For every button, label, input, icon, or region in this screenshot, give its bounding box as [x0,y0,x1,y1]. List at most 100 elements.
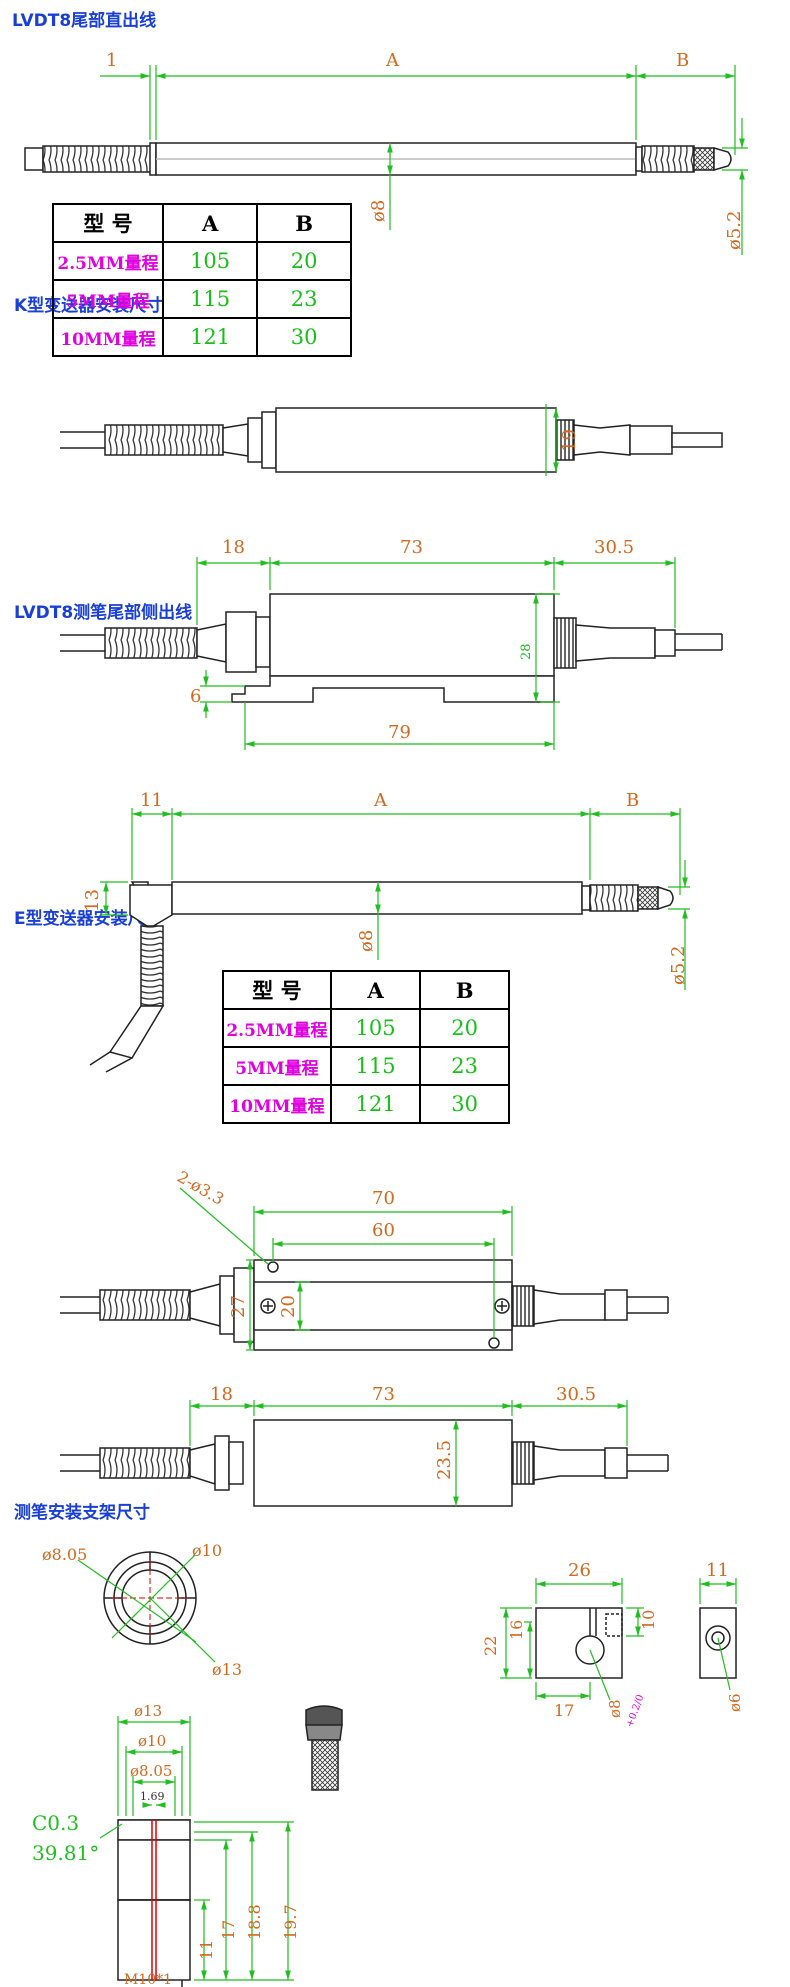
dims-collet [99,1716,294,1981]
dim-b-11: 11 [197,1940,216,1960]
dim-e-18: 18 [210,1384,233,1405]
dims-e-top [179,1187,513,1351]
dim-k-19: 19 [559,429,580,452]
cell-model: 2.5MM量程 [222,1008,332,1048]
dim-A: A [385,50,400,71]
cell-b: 23 [419,1046,510,1086]
clamp-side [699,1607,737,1679]
dim-k-6: 6 [190,686,201,707]
dim-e-hole: 2-ø3.3 [174,1167,227,1209]
table-row: 2.5MM量程 105 20 [222,1008,510,1048]
dim-e-27: 27 [228,1295,249,1318]
cell-a: 115 [329,1046,422,1086]
dim-k-79: 79 [388,722,411,743]
dims-s3 [100,808,690,990]
dim-e-305: 30.5 [556,1384,596,1405]
cell-a: 121 [161,317,259,357]
spec-table-2: 型 号 A B 2.5MM量程 105 20 5MM量程 115 23 10MM… [222,970,510,1124]
dim-k-28: 28 [519,643,534,660]
cell-b: 30 [256,317,352,357]
e-transmitter-top [60,1259,669,1351]
dim-b-10: ø10 [138,1732,166,1750]
dim-b-m10: M10*1 [124,1972,172,1987]
section-title-tail-straight: LVDT8尾部直出线 [12,11,157,31]
dim-e-73: 73 [372,1384,395,1405]
cell-b: 20 [256,241,352,281]
dim-c-10: 10 [639,1610,658,1630]
cell-b: 20 [419,1008,510,1048]
dim-b-13a: ø13 [212,1660,242,1679]
dim-k-73: 73 [400,537,423,558]
dim-c-phi8: ø8 [606,1699,624,1718]
cell-model: 10MM量程 [52,317,164,357]
cell-b: 23 [256,279,352,319]
dim-b-c03: C0.3 [32,1811,79,1835]
collet-3d [305,1705,343,1791]
dim-c-22: 22 [481,1636,500,1656]
dim-s-11: 11 [706,1560,729,1581]
dims-side-block [699,1578,737,1691]
section-title-e-type: E型变送器安装尺寸 [14,909,162,929]
dim-labels: 1 A B ø8 ø5.2 19 18 73 30.5 28 6 79 11 A… [32,50,745,1987]
dim-s3-A: A [373,790,388,811]
dim-b-188: 18.8 [245,1904,264,1940]
header-model: 型 号 [52,203,164,243]
header-a: A [329,970,422,1010]
cell-a: 115 [161,279,259,319]
cell-model: 10MM量程 [222,1084,332,1124]
dims-s1 [100,65,748,255]
dims-e-side [189,1400,628,1506]
dims-block [500,1578,644,1701]
dim-b-13: ø13 [134,1702,162,1720]
dim-c-16: 16 [507,1620,526,1640]
dim-b-169: 1.69 [140,1790,165,1803]
spec-table-1: 型 号 A B 2.5MM量程 105 20 5MM量程 115 23 10MM… [52,203,352,357]
header-b: B [256,203,352,243]
dims-k [196,404,676,750]
e-transmitter-side [60,1419,669,1507]
dim-k-305: 30.5 [594,537,634,558]
cell-a: 105 [329,1008,422,1048]
table-row: 5MM量程 115 23 [222,1046,510,1086]
cell-a: 121 [329,1084,422,1124]
dim-b-197: 19.7 [281,1904,300,1940]
collet-section [117,1819,192,1987]
dim-e-20: 20 [278,1295,299,1318]
dim-e-235: 23.5 [434,1440,455,1480]
header-b: B [419,970,510,1010]
dim-c-17: 17 [554,1701,574,1720]
dim-c-tol: +0.2/0 [624,1693,646,1729]
dim-phi8: ø8 [368,200,389,222]
dim-s3-11: 11 [140,790,163,811]
dim-c-26: 26 [568,1560,591,1581]
dim-b-angle: 39.81° [32,1841,99,1865]
dim-e-70: 70 [372,1188,395,1209]
table-row: 5MM量程 115 23 [52,279,352,319]
k-transmitter-top [60,407,723,473]
dim-s3-phi52: ø5.2 [668,946,689,985]
header-a: A [161,203,259,243]
dim-b-10a: ø10 [192,1541,222,1560]
dim-b-805a: ø8.05 [42,1545,87,1564]
k-transmitter-side [60,593,723,703]
table-row: 10MM量程 121 30 [222,1084,510,1124]
dim-k-18: 18 [222,537,245,558]
dim-s3-13: 13 [82,889,103,912]
table-header-row: 型 号 A B [52,203,352,243]
dim-e-60: 60 [372,1220,395,1241]
cell-model: 5MM量程 [52,279,164,319]
dim-phi52: ø5.2 [724,211,745,250]
cell-b: 30 [419,1084,510,1124]
dim-b-17: 17 [219,1920,238,1940]
table-row: 10MM量程 121 30 [52,317,352,357]
dim-B: B [676,50,689,71]
clamp-block [535,1607,623,1679]
probe-straight-drawing [24,142,732,176]
dim-s3-B: B [626,790,639,811]
table-row: 2.5MM量程 105 20 [52,241,352,281]
cell-model: 5MM量程 [222,1046,332,1086]
table-header-row: 型 号 A B [222,970,510,1010]
dim-1: 1 [106,50,117,71]
section-title-bracket: 测笔安装支架尺寸 [14,1503,150,1523]
